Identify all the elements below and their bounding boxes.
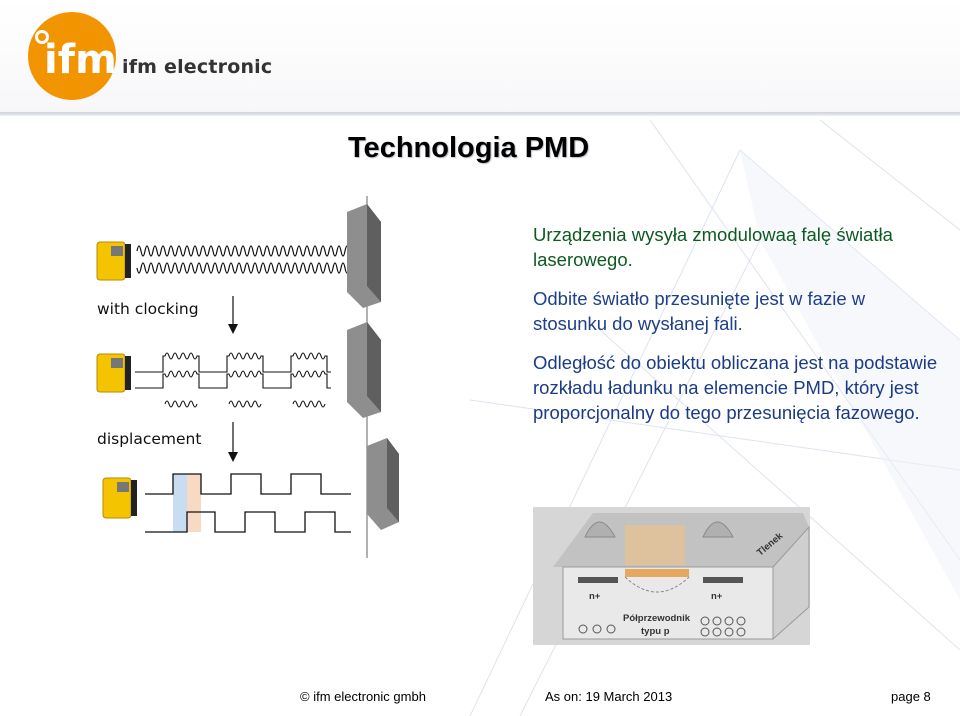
label-displacement: displacement <box>97 430 202 448</box>
target-panel-2 <box>347 322 381 418</box>
footer-date: As on: 19 March 2013 <box>545 689 673 704</box>
slide-title: Technologia PMD <box>348 132 590 164</box>
reflected-wave <box>136 262 350 274</box>
down-arrow-icon-1 <box>228 296 238 334</box>
emitted-wave <box>136 245 350 257</box>
pmd-element-illustration: n+ n+ Półprzewodnik typu p Tlenek <box>533 507 810 645</box>
footer-company-name: ifm electronic gmbh <box>313 689 426 704</box>
label-n-plus-left: n+ <box>589 591 601 602</box>
target-panel-3 <box>367 438 399 530</box>
sensor-icon-3 <box>102 477 137 519</box>
brand-name: ifm electronic <box>122 56 273 78</box>
description-text: Urządzenia wysyła zmodulowaą falę światł… <box>533 222 943 439</box>
copyright-icon: © <box>300 689 310 704</box>
paragraph-distance: Odległość do obiektu obliczana jest na p… <box>533 352 938 423</box>
label-semiconductor: Półprzewodnik <box>623 613 691 624</box>
sensor-icon-1 <box>96 241 131 281</box>
ifm-logo-icon: ifm <box>28 12 117 100</box>
header-bar <box>0 0 960 114</box>
sensor-icon-2 <box>96 353 131 393</box>
clocked-wave-packets <box>135 352 331 408</box>
footer-company: © ifm electronic gmbh <box>300 689 426 704</box>
label-n-plus-right: n+ <box>711 591 723 602</box>
square-wave-signals <box>145 473 351 533</box>
svg-text:ifm: ifm <box>44 37 117 83</box>
label-with-clocking: with clocking <box>97 300 199 318</box>
down-arrow-icon-2 <box>228 422 238 462</box>
target-panel-1 <box>347 204 381 308</box>
pmd-clocking-diagram: with clocking displacement <box>81 196 459 562</box>
header-divider <box>0 112 960 116</box>
paragraph-reflection: Odbite światło przesunięte jest w fazie … <box>533 288 866 334</box>
paragraph-emission: Urządzenia wysyła zmodulowaą falę światł… <box>533 224 893 270</box>
footer-page-number: page 8 <box>891 689 931 704</box>
label-type-p: typu p <box>641 626 670 637</box>
